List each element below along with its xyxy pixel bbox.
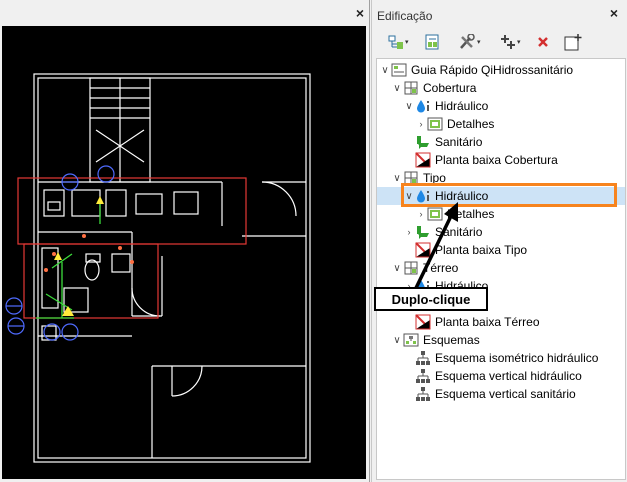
tree-item-label: Térreo xyxy=(423,261,459,275)
add-node-icon xyxy=(501,35,515,49)
floor-plan-drawing xyxy=(5,73,311,463)
tree-item-label: Hidráulico xyxy=(435,189,489,203)
new-item-icon xyxy=(564,34,582,51)
floor-icon xyxy=(403,260,419,276)
tree-item-detalhes[interactable]: › Detalhes xyxy=(377,115,625,133)
tools-button[interactable]: ▾ xyxy=(458,31,481,53)
hierarchy-icon xyxy=(415,368,431,384)
building-icon xyxy=(391,62,407,78)
tree-item-label: Planta baixa Cobertura xyxy=(435,153,558,167)
tree-spacer xyxy=(403,133,415,151)
add-node-button[interactable]: ▾ xyxy=(500,31,521,53)
expand-chevron-icon[interactable]: › xyxy=(419,209,423,219)
tree-item-esquema-isometrico-hidraulico[interactable]: Esquema isométrico hidráulico xyxy=(377,349,625,367)
new-item-button[interactable] xyxy=(564,31,582,53)
tree-view-icon xyxy=(388,35,403,49)
panel-close-icon[interactable]: × xyxy=(609,5,619,21)
tree-item-label: Sanitário xyxy=(435,225,483,239)
tree-item-planta-baixa-tipo[interactable]: Planta baixa Tipo xyxy=(377,241,625,259)
tree-item-label: Guia Rápido QiHidrossanitário xyxy=(411,63,574,77)
tree-item-hidraulico[interactable]: ∨ Hidráulico xyxy=(377,187,625,205)
tree-item-esquemas[interactable]: ∨ Esquemas xyxy=(377,331,625,349)
tree-item-esquema-vertical-hidraulico[interactable]: Esquema vertical hidráulico xyxy=(377,367,625,385)
tree-spacer xyxy=(403,241,415,259)
floor-icon xyxy=(403,80,419,96)
delete-button[interactable] xyxy=(536,31,550,53)
tree-item-label: Esquema vertical sanitário xyxy=(435,387,576,401)
tree-item-detalhes[interactable]: › Detalhes xyxy=(377,205,625,223)
hierarchy-icon xyxy=(415,350,431,366)
floor-plan-icon xyxy=(415,314,431,330)
collapse-chevron-icon[interactable]: ∨ xyxy=(381,64,389,76)
tree-item-label: Cobertura xyxy=(423,81,477,95)
panel-title: Edificação xyxy=(377,9,433,23)
tree-spacer xyxy=(403,349,415,367)
floor-plan-icon xyxy=(415,242,431,258)
tree-item-label: Esquema isométrico hidráulico xyxy=(435,351,599,365)
collapse-chevron-icon[interactable]: ∨ xyxy=(405,190,413,202)
expand-chevron-icon[interactable]: › xyxy=(407,227,411,237)
properties-button[interactable] xyxy=(424,31,440,53)
expand-chevron-icon[interactable]: › xyxy=(407,281,411,291)
collapse-chevron-icon[interactable]: ∨ xyxy=(393,82,401,94)
tree-item-sanitario[interactable]: › Sanitário xyxy=(377,223,625,241)
tree-item-esquema-vertical-sanitario[interactable]: Esquema vertical sanitário xyxy=(377,385,625,403)
delete-icon xyxy=(538,37,548,47)
cad-panel: × xyxy=(0,0,370,482)
tree-item-label: Planta baixa Térreo xyxy=(435,315,540,329)
tree-item-planta-baixa-cobertura[interactable]: Planta baixa Cobertura xyxy=(377,151,625,169)
tree-spacer xyxy=(403,151,415,169)
details-icon xyxy=(427,206,443,222)
tree-item-guia-rapido-qihidrossanitario[interactable]: ∨ Guia Rápido QiHidrossanitário xyxy=(377,61,625,79)
tree-item-terreo[interactable]: ∨ Térreo xyxy=(377,259,625,277)
collapse-chevron-icon[interactable]: ∨ xyxy=(393,172,401,184)
tree-item-label: Esquema vertical hidráulico xyxy=(435,369,582,383)
schema-icon xyxy=(403,332,419,348)
double-click-callout: Duplo-clique xyxy=(374,287,488,311)
building-panel: Edificação × ▾ ▾ ▾ xyxy=(371,0,627,482)
cad-close-icon[interactable]: × xyxy=(355,5,365,21)
building-tree: ∨ Guia Rápido QiHidrossanitário ∨ Cobertura… xyxy=(376,58,626,480)
collapse-chevron-icon[interactable]: ∨ xyxy=(393,334,401,346)
water-drop-icon xyxy=(415,188,431,204)
tree-item-label: Tipo xyxy=(423,171,446,185)
tree-item-label: Detalhes xyxy=(447,117,495,131)
tree-item-cobertura[interactable]: ∨ Cobertura xyxy=(377,79,625,97)
toilet-icon xyxy=(415,224,431,240)
tree-item-sanitario[interactable]: Sanitário xyxy=(377,133,625,151)
tree-item-label: Detalhes xyxy=(447,207,495,221)
floor-plan-icon xyxy=(415,152,431,168)
water-drop-icon xyxy=(415,98,431,114)
toilet-icon xyxy=(415,134,431,150)
tree-item-label: Esquemas xyxy=(423,333,480,347)
expand-chevron-icon[interactable]: › xyxy=(419,119,423,129)
collapse-chevron-icon[interactable]: ∨ xyxy=(393,262,401,274)
tree-spacer xyxy=(403,385,415,403)
cad-viewport[interactable] xyxy=(2,26,366,479)
hierarchy-icon xyxy=(415,386,431,402)
tree-item-label: Hidráulico xyxy=(435,99,489,113)
tools-icon xyxy=(460,34,475,49)
tree-view-button[interactable]: ▾ xyxy=(388,31,409,53)
tree-item-tipo[interactable]: ∨ Tipo xyxy=(377,169,625,187)
collapse-chevron-icon[interactable]: ∨ xyxy=(405,100,413,112)
details-icon xyxy=(427,116,443,132)
tree-item-hidraulico[interactable]: ∨ Hidráulico xyxy=(377,97,625,115)
tree-item-label: Planta baixa Tipo xyxy=(435,243,528,257)
tree-spacer xyxy=(403,367,415,385)
tree-item-planta-baixa-terreo[interactable]: Planta baixa Térreo xyxy=(377,313,625,331)
tree-item-label: Sanitário xyxy=(435,135,483,149)
tree-spacer xyxy=(403,313,415,331)
toolbar: ▾ ▾ ▾ xyxy=(384,31,616,53)
floor-icon xyxy=(403,170,419,186)
properties-icon xyxy=(425,34,439,50)
